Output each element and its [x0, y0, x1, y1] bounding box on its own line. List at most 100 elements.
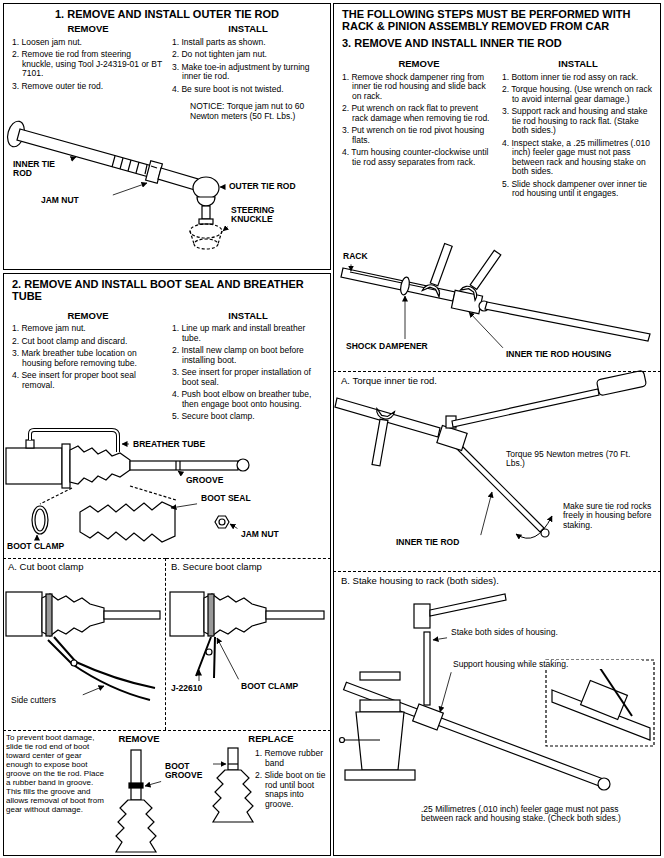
detail-inset	[546, 660, 654, 746]
inner-tie-rod-housing	[451, 290, 482, 313]
steering-knuckle	[190, 231, 194, 244]
leader-line	[230, 524, 237, 528]
part-label: JAM NUT	[40, 196, 110, 205]
wrench	[422, 282, 442, 297]
step-text: 2. Do not tighten jam nut.	[172, 50, 324, 60]
leader-line	[223, 227, 228, 231]
wrench	[460, 283, 480, 301]
tie-rod-assembly	[413, 704, 444, 730]
step-text: 3. Remove outer tie rod.	[12, 82, 164, 92]
step-text: 2. Remove tie rod from steering knuckle,…	[12, 50, 164, 79]
outer-tie-rod	[158, 168, 198, 190]
rack	[335, 398, 440, 437]
rack-housing	[6, 592, 42, 636]
boot-clamp	[35, 509, 45, 531]
part-label: INNER TIE ROD HOUSING	[505, 350, 655, 359]
vise	[345, 770, 415, 780]
step-text: 1. Remove shock dampener ring from inner…	[342, 73, 496, 102]
outer-tie-rod	[199, 219, 213, 224]
step-text: 1. Bottom inner tie rod assy on rack.	[502, 73, 654, 83]
rocking-arrow	[516, 516, 552, 538]
boot-seal	[80, 502, 175, 542]
note-label: Support housing while staking.	[452, 660, 642, 669]
jam-nut	[151, 166, 157, 168]
part-label: INNER TIE ROD	[12, 160, 68, 179]
step-text: 4. See insert for proper boot seal remov…	[12, 371, 164, 390]
wrench	[375, 408, 394, 420]
inner-tie-rod-housing	[437, 425, 467, 450]
hammer	[430, 594, 506, 616]
vise	[340, 738, 345, 743]
leader-line	[122, 444, 129, 445]
column-heading: INSTALL	[172, 311, 324, 322]
boot-seal	[204, 594, 324, 636]
wrench	[372, 419, 388, 466]
part-label: RACK	[342, 252, 382, 261]
step-text: 1. Line up mark and install breather tub…	[172, 324, 324, 343]
jam-nut	[215, 516, 229, 528]
step-text: 3. See insert for proper installation of…	[172, 368, 324, 387]
torque-wrench	[452, 389, 599, 427]
boot-seal	[46, 594, 52, 636]
part-label: GROOVE	[185, 476, 235, 485]
note-label: Make sure tie rod rocks freely in housin…	[562, 502, 656, 530]
wrench	[470, 250, 501, 289]
rack-housing	[62, 444, 70, 488]
procedure-panel: THE FOLLOWING STEPS MUST BE PERFORMED WI…	[333, 3, 661, 371]
boot-seal	[42, 594, 160, 636]
tie-rod-assembly	[598, 778, 610, 790]
part-label: J-22610	[170, 684, 220, 693]
notice-text: NOTICE: Torque jam nut to 60 Newton mete…	[172, 102, 324, 121]
step-text: 3. Make toe-in adjustment by turning inn…	[172, 63, 324, 82]
steering-knuckle	[194, 239, 218, 249]
leader-line	[113, 183, 147, 195]
wrench	[422, 242, 457, 297]
leader-line	[37, 535, 38, 539]
torque-wrench	[446, 370, 647, 428]
leader-lines	[37, 157, 503, 786]
tie-rod-remove	[116, 750, 156, 852]
leader-line	[71, 157, 76, 159]
rack-housing	[170, 592, 204, 636]
step-text: 1. Remove jam nut.	[12, 324, 164, 334]
leader-line	[199, 670, 200, 681]
part-label: JAM NUT	[240, 530, 300, 539]
part-label: INNER TIE ROD	[395, 538, 480, 547]
boot-seal	[204, 594, 266, 636]
leader-line	[351, 264, 352, 271]
exploded-view-guide	[40, 486, 176, 504]
panel-heading: 1. REMOVE AND INSTALL OUTER TIE ROD	[12, 8, 322, 20]
rack-housing	[26, 440, 34, 448]
note-label: Stake both sides of housing.	[450, 628, 640, 637]
column-heading: REPLACE	[215, 734, 327, 745]
step-text: 2. Install new clamp on boot before inst…	[172, 346, 324, 365]
side-cutters	[72, 662, 155, 700]
outer-tie-rod	[158, 168, 219, 224]
column-heading: INSTALL	[502, 59, 654, 70]
rack-housing	[6, 448, 62, 484]
tie-rod	[179, 461, 180, 470]
note-label: Side cutters	[10, 696, 80, 705]
hammer	[414, 604, 430, 628]
tie-rod-remove	[129, 783, 143, 788]
rack-housing	[6, 440, 70, 488]
vise	[340, 672, 416, 780]
leader-line	[433, 638, 447, 640]
step-text: 2. Slide boot on tie rod until boot snap…	[255, 771, 329, 809]
leader-line	[481, 492, 492, 535]
step-text: 4. Push boot elbow on breather tube, the…	[172, 390, 324, 409]
step-text: 3. Support rack and housing and stake ti…	[502, 107, 654, 136]
part-label: STEERING KNUCKLE	[230, 206, 292, 225]
boot-seal	[70, 446, 130, 484]
steering-knuckle	[218, 231, 222, 244]
step-text: 5. Slide shock dampener over inner tie r…	[502, 180, 654, 199]
punch	[424, 632, 430, 705]
jam-nut	[215, 516, 229, 528]
tie-rod	[130, 459, 249, 471]
part-label: BOOT GROOVE	[164, 762, 210, 781]
leader-line	[220, 187, 225, 188]
leader-line	[145, 781, 161, 786]
shock-dampener	[399, 276, 411, 295]
column-heading: REMOVE	[342, 59, 496, 70]
